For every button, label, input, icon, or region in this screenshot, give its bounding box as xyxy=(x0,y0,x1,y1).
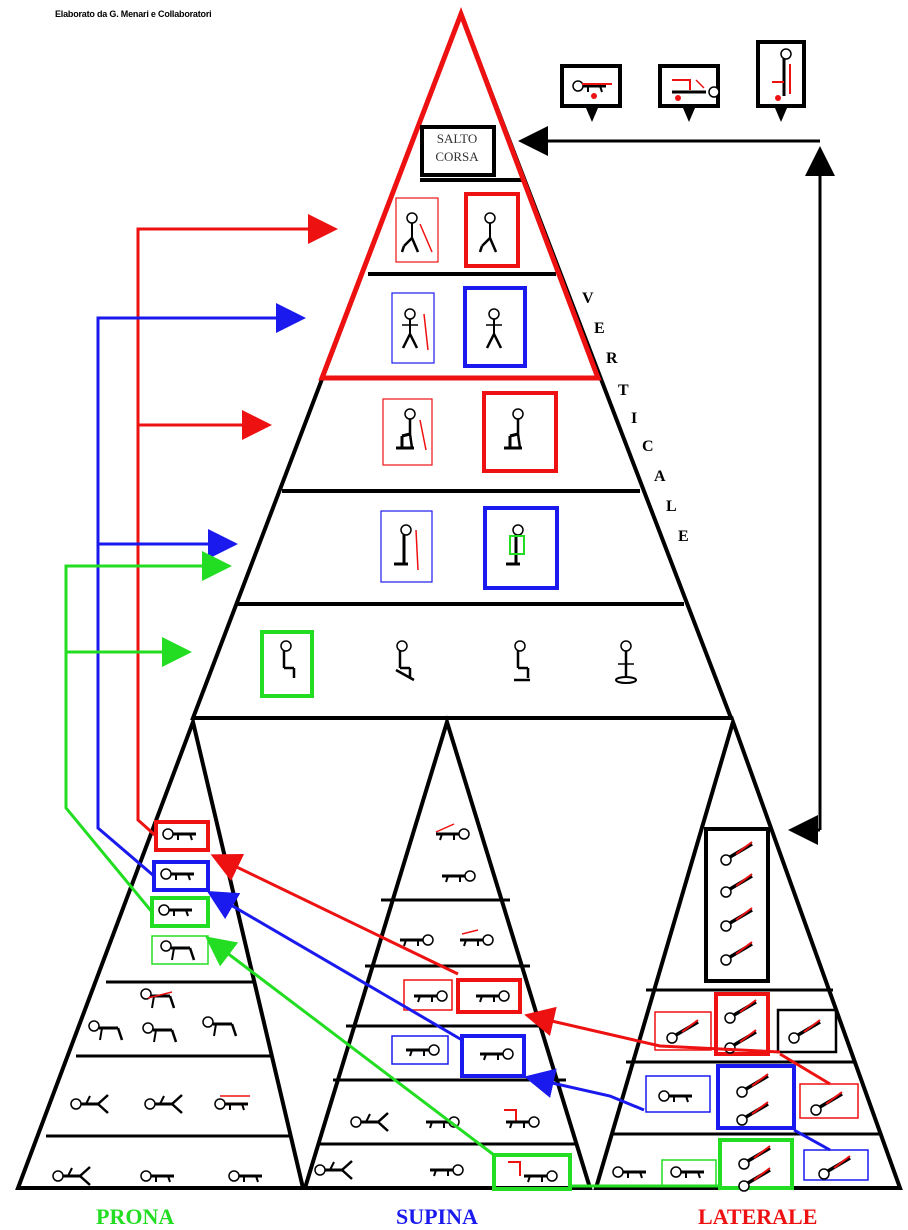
legend-standing-box xyxy=(756,40,806,122)
tier-kneel xyxy=(380,506,559,590)
feedback-loop-arrow xyxy=(518,126,835,845)
laterale-pyramid xyxy=(593,715,903,1190)
main-pyramid xyxy=(190,6,734,720)
blue-arrows xyxy=(96,303,831,1152)
laterale-label: LATERALE xyxy=(698,1204,818,1229)
corsa-label: CORSA xyxy=(435,149,479,164)
tier-half-kneel xyxy=(382,391,558,473)
tier-walking xyxy=(395,192,520,268)
prona-pyramid xyxy=(15,715,306,1190)
salto-corsa-box xyxy=(420,125,496,177)
laterale-figures xyxy=(611,827,869,1193)
vertical-letter: R xyxy=(606,350,618,367)
vertical-letter: I xyxy=(631,410,638,427)
tier-sitting xyxy=(260,630,637,698)
vertical-letter: E xyxy=(594,320,605,337)
author-credit: Elaborato da G. Menari e Collaboratori xyxy=(55,9,212,19)
vertical-letter: A xyxy=(654,468,666,485)
tier-standing xyxy=(391,286,527,368)
vertical-letter: C xyxy=(642,438,654,455)
vertical-letter: T xyxy=(618,382,629,399)
legend-lying-box xyxy=(560,64,622,122)
vertical-letter: V xyxy=(582,290,594,307)
salto-corsa-label: SALTO CORSA xyxy=(424,130,490,166)
vertical-letter: L xyxy=(666,498,677,515)
legend-kneeling-box xyxy=(658,64,720,122)
salto-label: SALTO xyxy=(436,131,478,146)
supina-figures xyxy=(313,823,572,1191)
green-arrows xyxy=(64,551,720,1188)
vertical-letter: E xyxy=(678,528,689,545)
supina-pyramid xyxy=(302,715,593,1190)
prona-label: PRONA xyxy=(96,1204,175,1229)
supina-label: SUPINA xyxy=(396,1204,478,1229)
red-arrows xyxy=(136,214,831,1086)
